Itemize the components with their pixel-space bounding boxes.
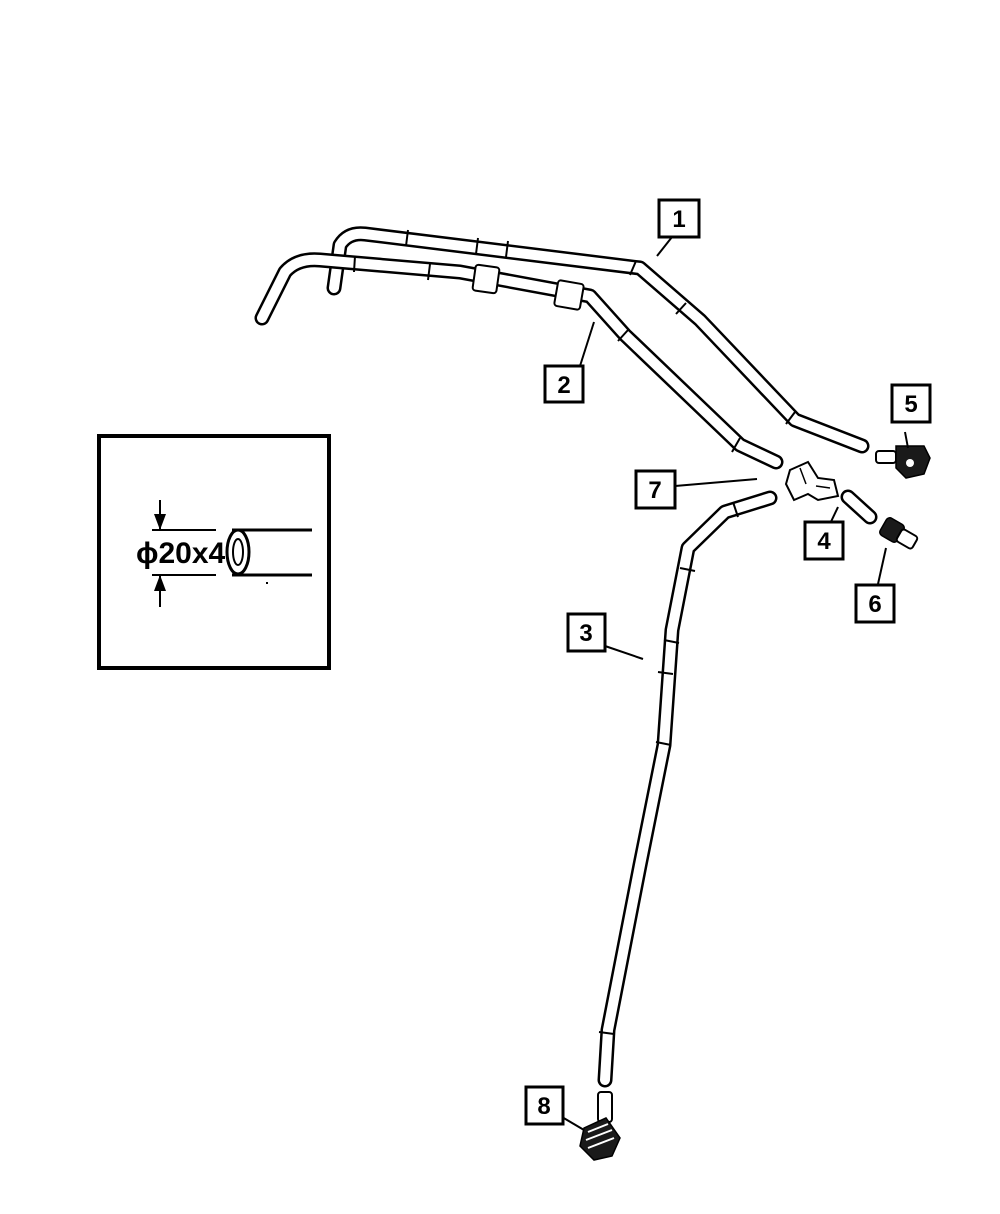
callout-label: 1 <box>672 206 685 233</box>
callout-6: 6 <box>854 583 896 624</box>
short-hose-4 <box>840 489 878 525</box>
hose-2 <box>254 252 784 470</box>
callout-label: 5 <box>904 391 917 418</box>
connector-8 <box>579 1091 621 1161</box>
callout-label: 3 <box>579 620 592 647</box>
dimension-label: ϕ20x4 <box>136 537 226 570</box>
hose-1 <box>326 226 870 454</box>
connector-5 <box>875 445 931 479</box>
callout-1: 1 <box>657 198 701 239</box>
connector-6 <box>879 517 919 550</box>
hose-3 <box>597 490 778 1088</box>
callout-8: 8 <box>524 1085 565 1126</box>
tee-connector-7 <box>784 460 840 502</box>
callout-label: 2 <box>557 372 570 399</box>
leader-lines <box>561 236 909 1131</box>
callout-4: 4 <box>803 520 845 561</box>
callout-2: 2 <box>543 364 585 404</box>
callout-label: 6 <box>868 591 881 618</box>
callout-label: 7 <box>648 477 661 504</box>
callout-label: 8 <box>537 1093 550 1120</box>
tube-dimension-inset: ϕ20x4 <box>97 434 331 670</box>
callout-7: 7 <box>634 469 677 510</box>
callout-5: 5 <box>890 383 932 424</box>
callout-label: 4 <box>817 528 831 555</box>
callout-3: 3 <box>566 612 607 653</box>
